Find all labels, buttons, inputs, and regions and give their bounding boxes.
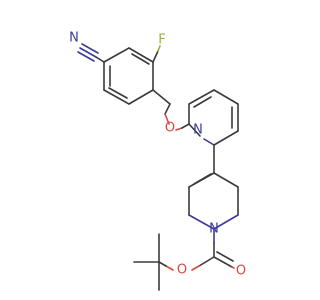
boc-group xyxy=(133,228,235,291)
benzene-bond-5 xyxy=(103,89,130,105)
nitrile-group xyxy=(77,43,105,63)
c-f-bond-a xyxy=(152,50,159,63)
o-pyridine-bond-a xyxy=(175,127,183,131)
pyridine-ring xyxy=(188,89,239,146)
c-o-ester-bond-a xyxy=(198,256,215,267)
benzyl-ether-linker xyxy=(152,89,190,131)
pyridine-bond-6a xyxy=(203,138,215,146)
fluorine-label: F xyxy=(158,33,165,48)
ester-o-label: O xyxy=(177,263,187,278)
benzene-bond-2 xyxy=(128,47,154,63)
nitrile-triple-bond-b xyxy=(81,43,99,54)
pyridine-bond-2-inner xyxy=(193,96,212,108)
pyridine-bond-2 xyxy=(188,89,215,105)
thp-bond-1 xyxy=(213,172,239,188)
thp-bond-6-inner xyxy=(193,173,212,185)
cyanofluorophenyl-ring xyxy=(103,47,154,105)
nitrile-triple-bond-c xyxy=(77,51,95,62)
nitrile-c-bond xyxy=(95,56,105,63)
c-o-carbonyl-bond-inner xyxy=(216,251,234,262)
molecule-structure: N F O N N O O xyxy=(69,31,246,291)
benzene-bond-2-inner xyxy=(131,53,150,65)
pyridine-bond-6b xyxy=(188,123,201,137)
fluoro-substituent xyxy=(152,45,161,63)
c-o-carbonyl-bond-b xyxy=(231,266,235,269)
thp-bond-3 xyxy=(213,214,239,230)
c-o-ester-bond-b xyxy=(191,265,200,271)
o-pyridine-bond-b xyxy=(181,123,190,129)
carbonyl-o-label: O xyxy=(236,264,246,279)
pyridine-bond-5 xyxy=(213,130,239,146)
pyridine-n-label: N xyxy=(193,123,203,138)
ch2-bond-a xyxy=(152,89,171,105)
o-tbu-bond-b xyxy=(158,261,167,267)
piperidine-n-label: N xyxy=(209,222,219,237)
ch2-o-bond xyxy=(164,113,170,125)
tetrahydropyridine-ring xyxy=(188,144,239,230)
benzene-bond-5-inner xyxy=(108,87,128,99)
benzene-bond-1 xyxy=(103,47,130,63)
o-tbu-bond-a xyxy=(165,265,174,271)
ch2-bond-b xyxy=(164,103,171,115)
atom-labels: N F O N N O O xyxy=(69,31,246,279)
c-f-bond-b xyxy=(157,45,161,52)
c-o-carbonyl-bond-a xyxy=(213,256,233,268)
nitrile-n-label: N xyxy=(69,31,79,46)
ether-o-label: O xyxy=(165,121,175,136)
nitrile-triple-bond-a xyxy=(79,47,97,58)
thp-bond-4 xyxy=(188,214,215,230)
benzene-bond-4 xyxy=(128,89,154,105)
pyridine-bond-3 xyxy=(213,89,239,105)
